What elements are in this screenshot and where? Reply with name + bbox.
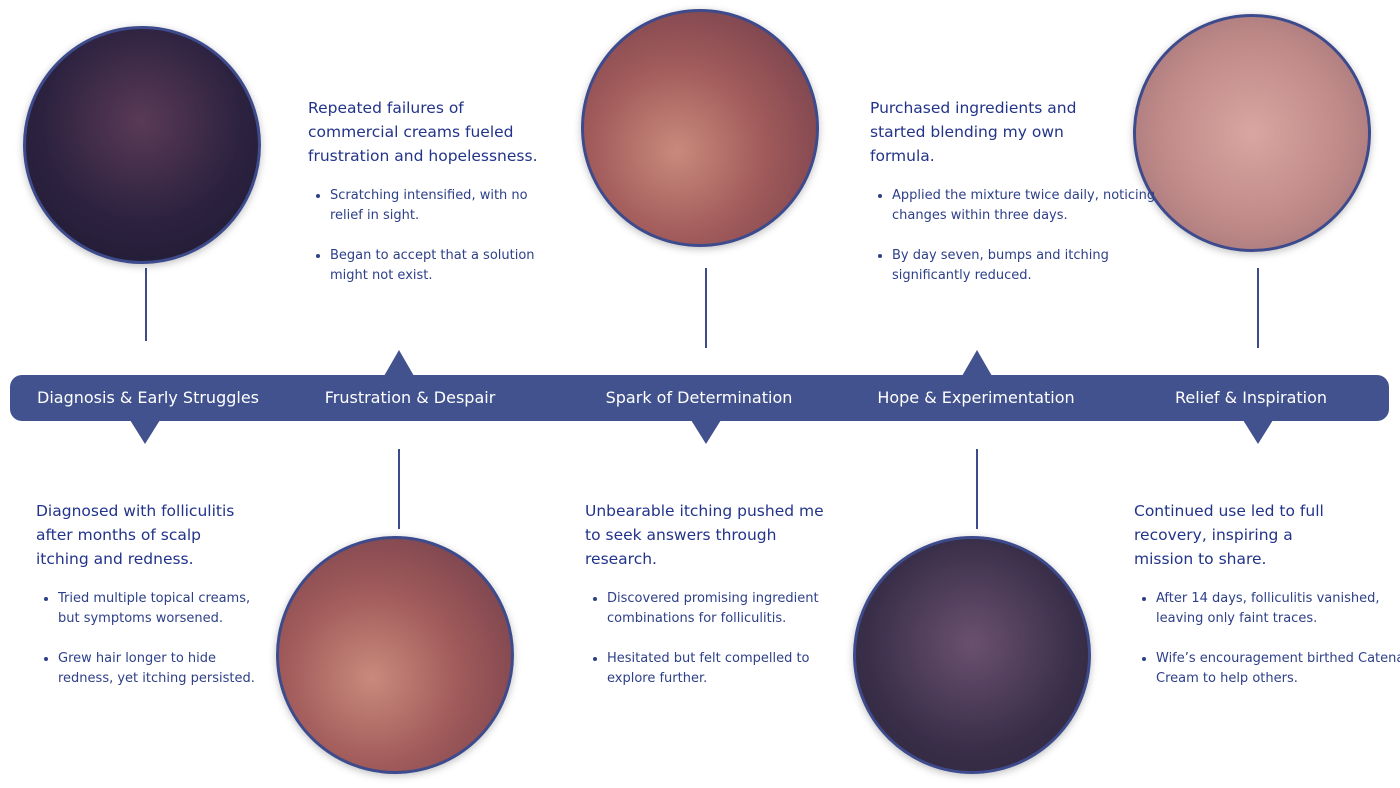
scalp-photo-stage-2 xyxy=(276,536,514,774)
stage-heading: Unbearable itching pushed me to seek ans… xyxy=(585,502,824,568)
bullet: Scratching intensified, with no relief i… xyxy=(330,186,558,226)
bullet: Hesitated but felt compelled to explore … xyxy=(607,649,825,689)
stage-description: Continued use led to full recovery, insp… xyxy=(1134,499,1400,709)
bullet: Grew hair longer to hide redness, yet it… xyxy=(58,649,256,689)
timeline-bar xyxy=(10,375,1389,421)
pointer-down xyxy=(691,420,721,444)
stage-label: Hope & Experimentation xyxy=(877,388,1075,407)
bullet: Tried multiple topical creams, but sympt… xyxy=(58,589,256,629)
connector-line xyxy=(1257,268,1259,348)
connector-line xyxy=(705,268,707,348)
bullet: Began to accept that a solution might no… xyxy=(330,246,558,286)
stage-description: Purchased ingredients and started blendi… xyxy=(870,96,1155,306)
stage-heading: Diagnosed with folliculitis after months… xyxy=(36,502,235,568)
scalp-photo-stage-1 xyxy=(23,26,261,264)
scalp-photo-stage-3 xyxy=(581,9,819,247)
stage-description: Repeated failures of commercial creams f… xyxy=(308,96,558,306)
stage-heading: Repeated failures of commercial creams f… xyxy=(308,99,538,165)
bullet: After 14 days, folliculitis vanished, le… xyxy=(1156,589,1400,629)
connector-line xyxy=(398,449,400,529)
pointer-down xyxy=(130,420,160,444)
bullet: Applied the mixture twice daily, noticin… xyxy=(892,186,1162,226)
stage-label: Relief & Inspiration xyxy=(1174,388,1328,407)
stage-description: Diagnosed with folliculitis after months… xyxy=(36,499,256,709)
connector-line xyxy=(976,449,978,529)
bullet: Wife’s encouragement birthed Catena Crea… xyxy=(1156,649,1400,689)
stage-label: Diagnosis & Early Struggles xyxy=(37,388,259,407)
stage-label: Frustration & Despair xyxy=(324,388,496,407)
scalp-photo-stage-4 xyxy=(853,536,1091,774)
scalp-photo-stage-5 xyxy=(1133,14,1371,252)
connector-line xyxy=(145,268,147,341)
pointer-up xyxy=(384,350,414,376)
pointer-down xyxy=(1243,420,1273,444)
bullet: By day seven, bumps and itching signific… xyxy=(892,246,1162,286)
stage-description: Unbearable itching pushed me to seek ans… xyxy=(585,499,825,709)
stage-heading: Purchased ingredients and started blendi… xyxy=(870,99,1077,165)
stage-label: Spark of Determination xyxy=(605,388,793,407)
stage-heading: Continued use led to full recovery, insp… xyxy=(1134,502,1324,568)
bullet: Discovered promising ingredient combinat… xyxy=(607,589,825,629)
pointer-up xyxy=(962,350,992,376)
